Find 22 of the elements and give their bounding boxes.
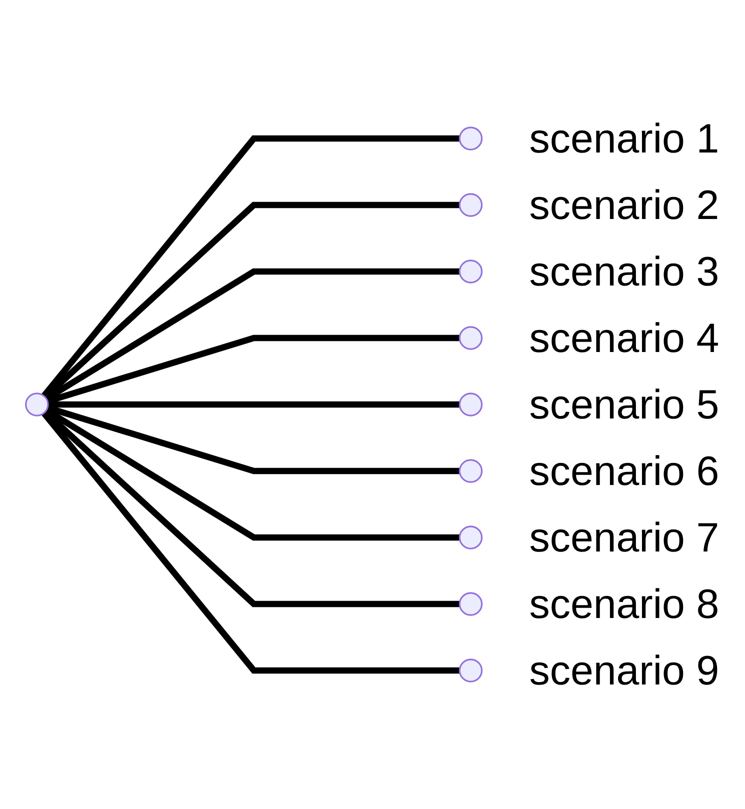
dot-node bbox=[458, 592, 483, 616]
dot-node bbox=[25, 392, 49, 416]
connector-line bbox=[46, 404, 460, 474]
scenario-label: scenario 5 bbox=[529, 382, 720, 428]
dot-node bbox=[458, 658, 483, 682]
scenario-label: scenario 9 bbox=[529, 647, 720, 694]
scenario-label: scenario 6 bbox=[529, 448, 720, 494]
scenario-label: scenario 8 bbox=[529, 581, 720, 627]
scenario-label: scenario 2 bbox=[529, 182, 720, 228]
dot-node bbox=[458, 459, 483, 483]
dot-node bbox=[458, 526, 483, 550]
connector-line bbox=[48, 401, 460, 408]
dot-node bbox=[458, 126, 483, 150]
scenario-label: scenario 3 bbox=[529, 248, 720, 294]
scenario-label: scenario 4 bbox=[529, 315, 720, 361]
scenario-label: scenario 7 bbox=[529, 514, 720, 560]
dot-node bbox=[458, 392, 483, 416]
dot-node bbox=[458, 326, 483, 350]
dot-node bbox=[458, 193, 483, 217]
dot-node bbox=[458, 260, 483, 284]
scenario-label: scenario 1 bbox=[529, 116, 720, 162]
connector-line bbox=[46, 334, 460, 404]
